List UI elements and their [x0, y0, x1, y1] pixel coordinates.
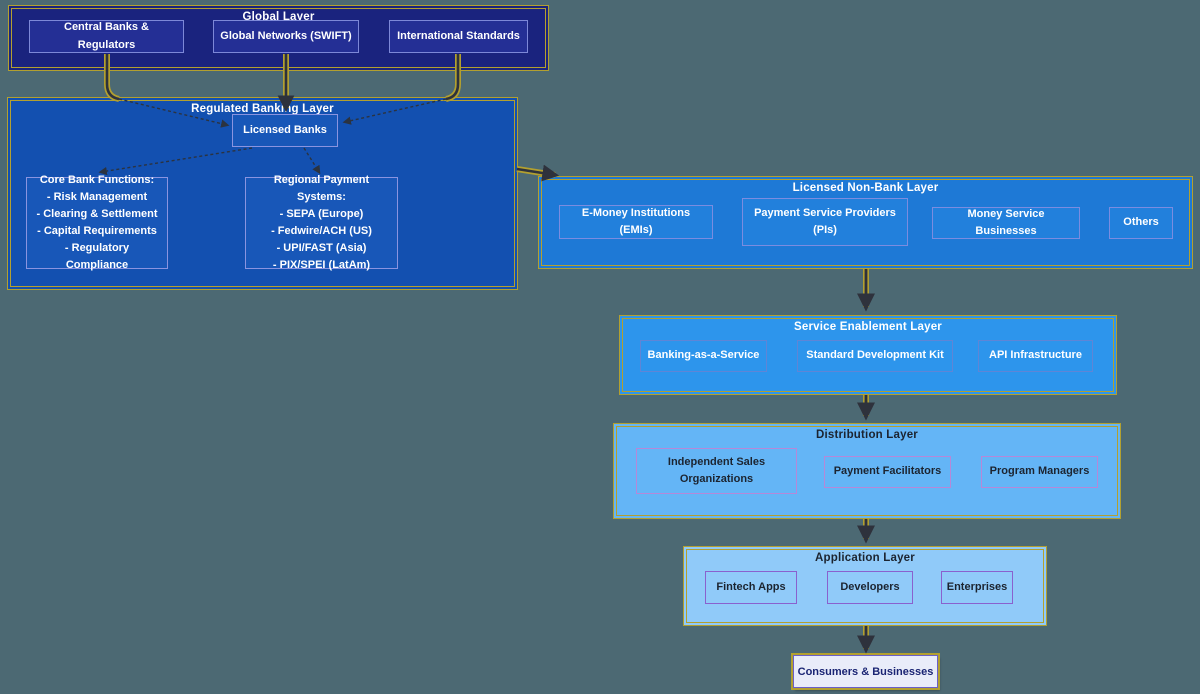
node-enterprises: Enterprises — [941, 571, 1013, 604]
layer-service-enablement: Service Enablement Layer Banking-as-a-Se… — [619, 315, 1117, 395]
layer-distribution-title: Distribution Layer — [815, 429, 918, 441]
node-core-bank-functions: Core Bank Functions: - Risk Management -… — [26, 174, 168, 271]
layer-application-title: Application Layer — [815, 552, 915, 564]
node-others: Others — [1109, 207, 1173, 239]
layer-application: Application Layer Fintech Apps Developer… — [683, 546, 1047, 626]
edge-banking-to-non-bank — [516, 164, 560, 182]
node-international-standards: International Standards — [389, 20, 528, 53]
node-licensed-banks: Licensed Banks — [232, 114, 338, 147]
node-independent-sales-organizations: Independent Sales Organizations — [636, 448, 797, 494]
layer-licensed-non-bank: Licensed Non-Bank Layer E-Money Institut… — [538, 176, 1193, 269]
node-program-managers: Program Managers — [981, 456, 1098, 488]
layer-service-enablement-title: Service Enablement Layer — [794, 321, 942, 333]
node-standard-development-kit: Standard Development Kit — [797, 340, 953, 372]
layer-distribution: Distribution Layer Independent Sales Org… — [613, 423, 1121, 519]
layer-global: Global Layer Central Banks & Regulators … — [8, 5, 549, 71]
node-global-networks-swift: Global Networks (SWIFT) — [213, 20, 359, 53]
layer-licensed-non-bank-title: Licensed Non-Bank Layer — [792, 182, 939, 194]
node-consumers-businesses: Consumers & Businesses — [793, 655, 938, 688]
node-fintech-apps: Fintech Apps — [705, 571, 797, 604]
node-developers: Developers — [827, 571, 913, 604]
node-payment-facilitators: Payment Facilitators — [824, 456, 951, 488]
node-payment-service-providers: Payment Service Providers (PIs) — [742, 198, 908, 246]
node-banking-as-a-service: Banking-as-a-Service — [640, 340, 767, 372]
node-central-banks-regulators: Central Banks & Regulators — [29, 20, 184, 53]
node-e-money-institutions: E-Money Institutions (EMIs) — [559, 205, 713, 239]
node-regional-payment-systems: Regional Payment Systems: - SEPA (Europe… — [245, 174, 398, 271]
node-money-service-businesses: Money Service Businesses — [932, 207, 1080, 239]
layer-regulated-banking: Regulated Banking Layer Licensed Banks C… — [7, 97, 518, 290]
node-api-infrastructure: API Infrastructure — [978, 340, 1093, 372]
